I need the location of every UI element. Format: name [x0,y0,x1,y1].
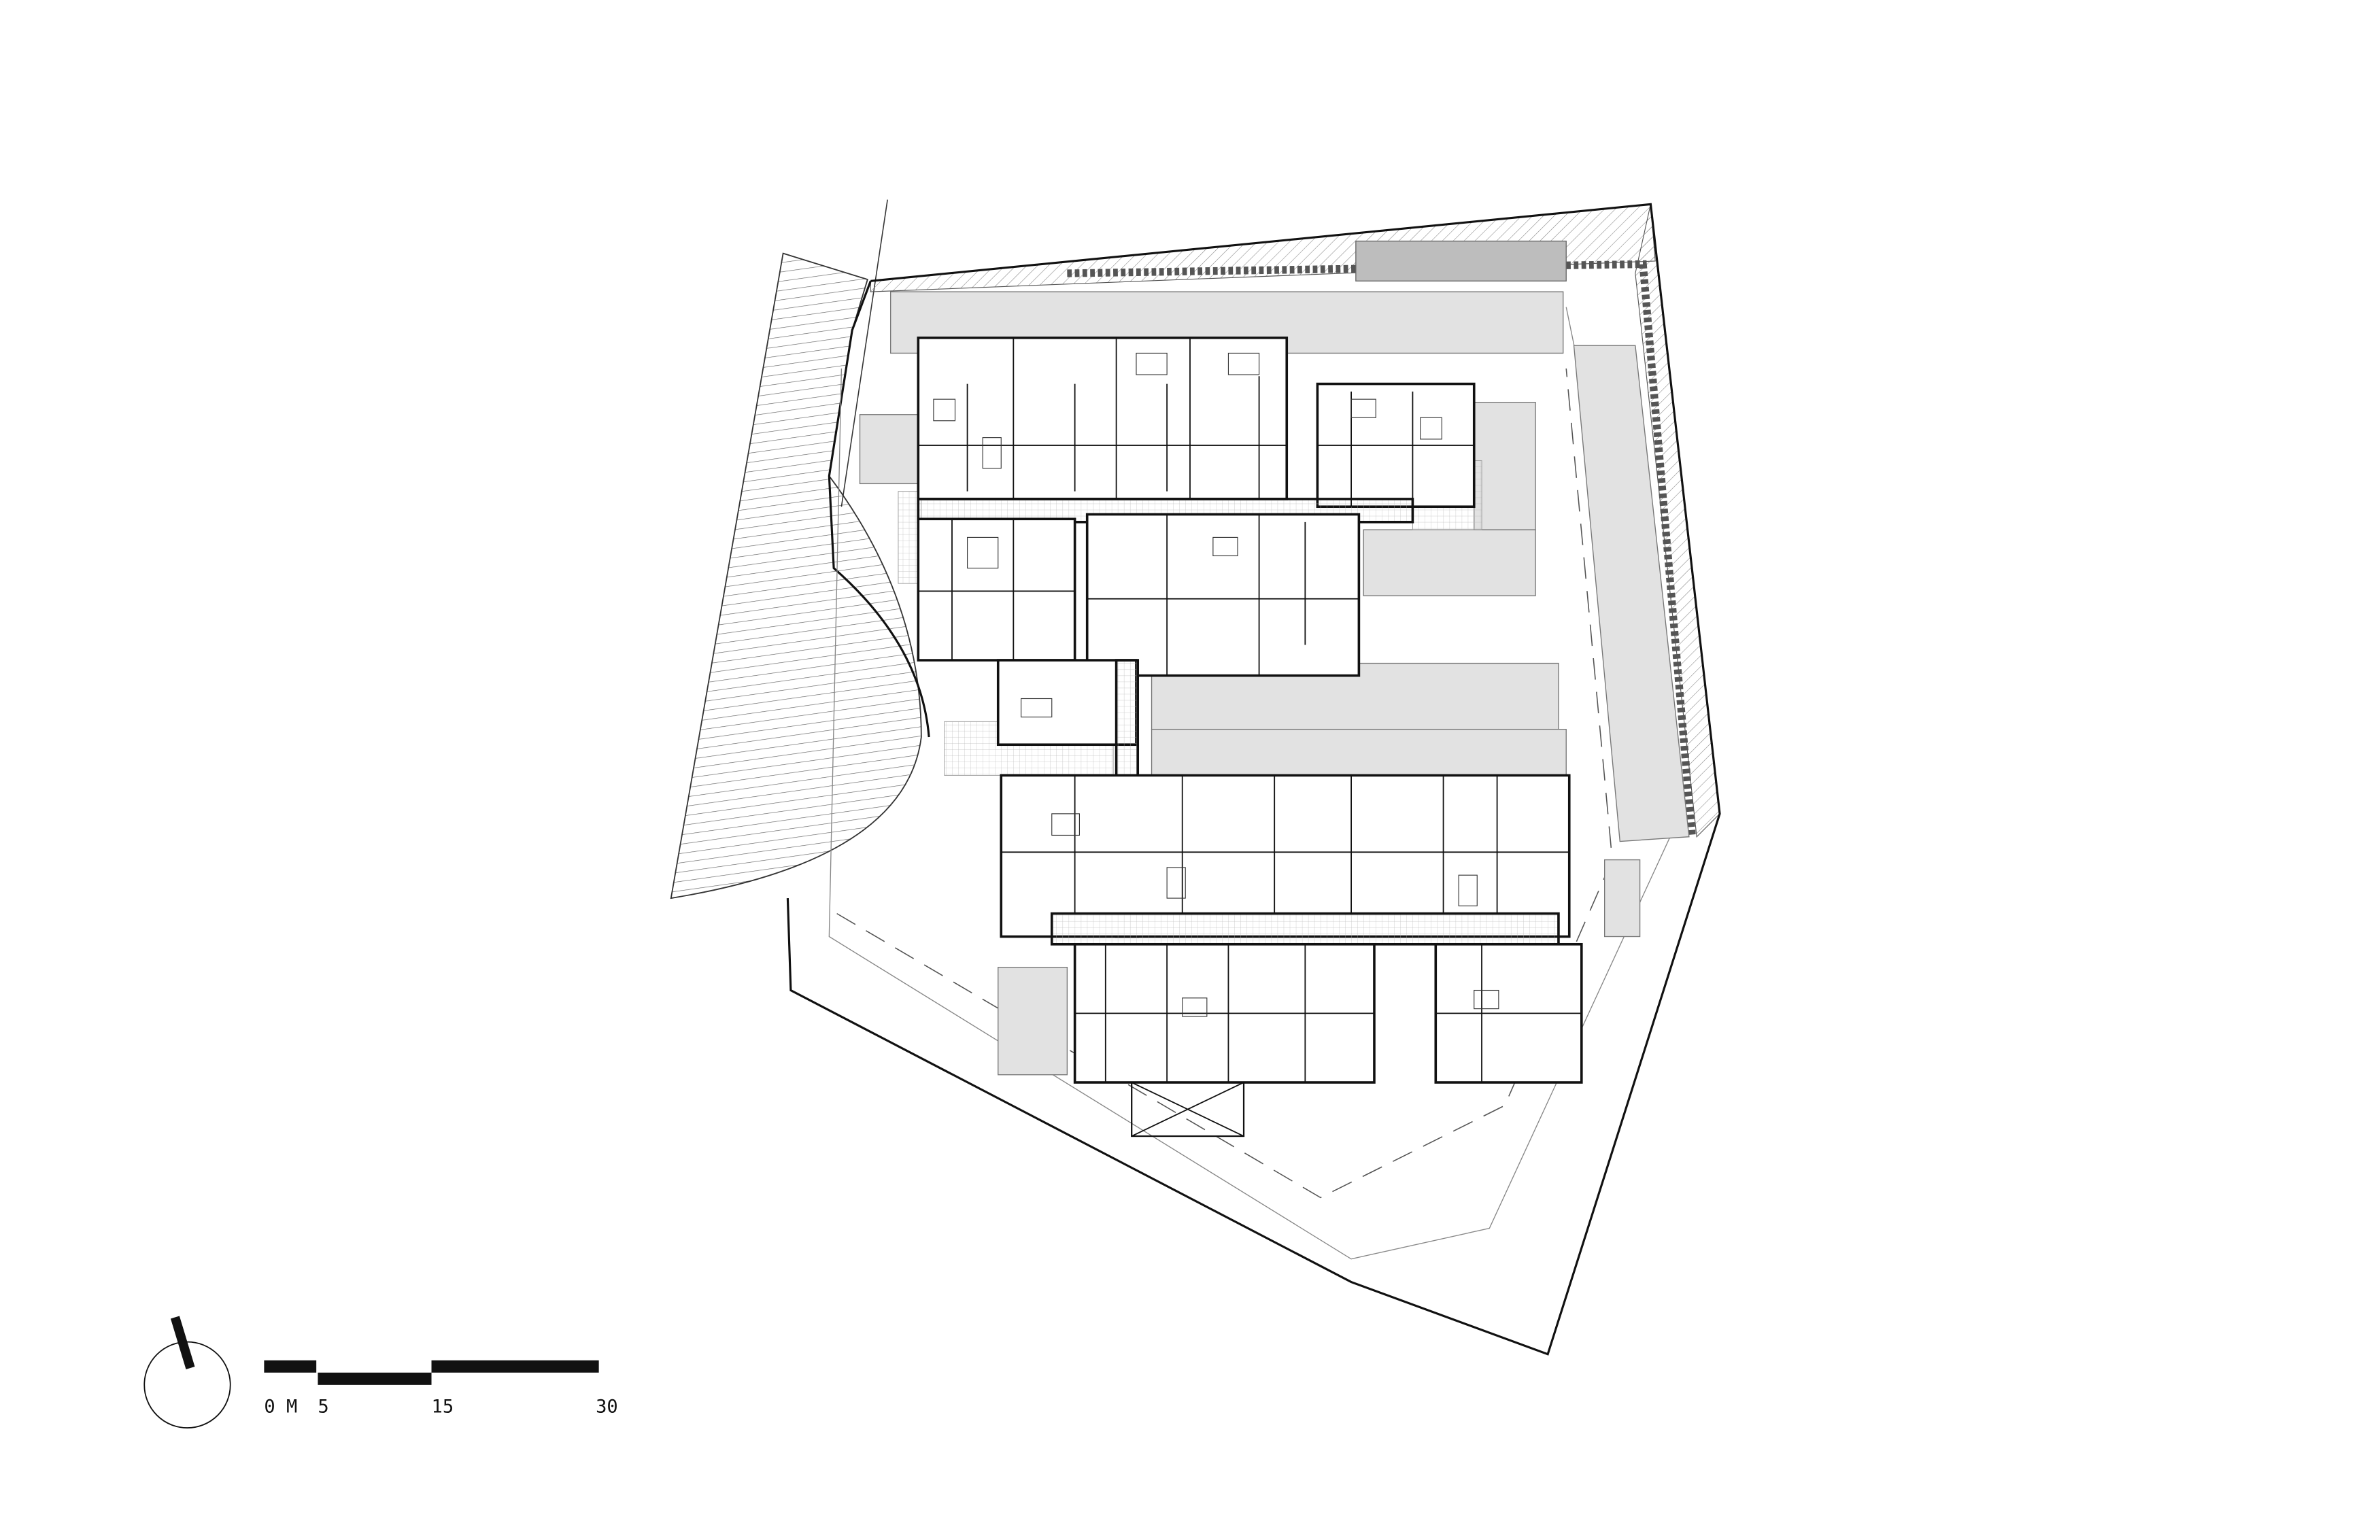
thin-site-line [840,199,888,507]
stone-wall [1067,260,1697,838]
north-arrow-icon [143,1316,231,1428]
scale-label-0: 0 M [264,1397,297,1418]
hatched-slope [670,252,922,900]
scale-label-15: 15 [432,1397,454,1418]
scale-label-30: 30 [596,1397,618,1418]
scale-label-5: 5 [318,1397,328,1418]
interior-walls [918,337,1582,1137]
site-boundary [786,203,1721,1356]
dark-roof [1355,240,1567,281]
room-fixtures [933,352,1499,1017]
scale-bar: 0 M 5 15 30 [264,1360,618,1418]
